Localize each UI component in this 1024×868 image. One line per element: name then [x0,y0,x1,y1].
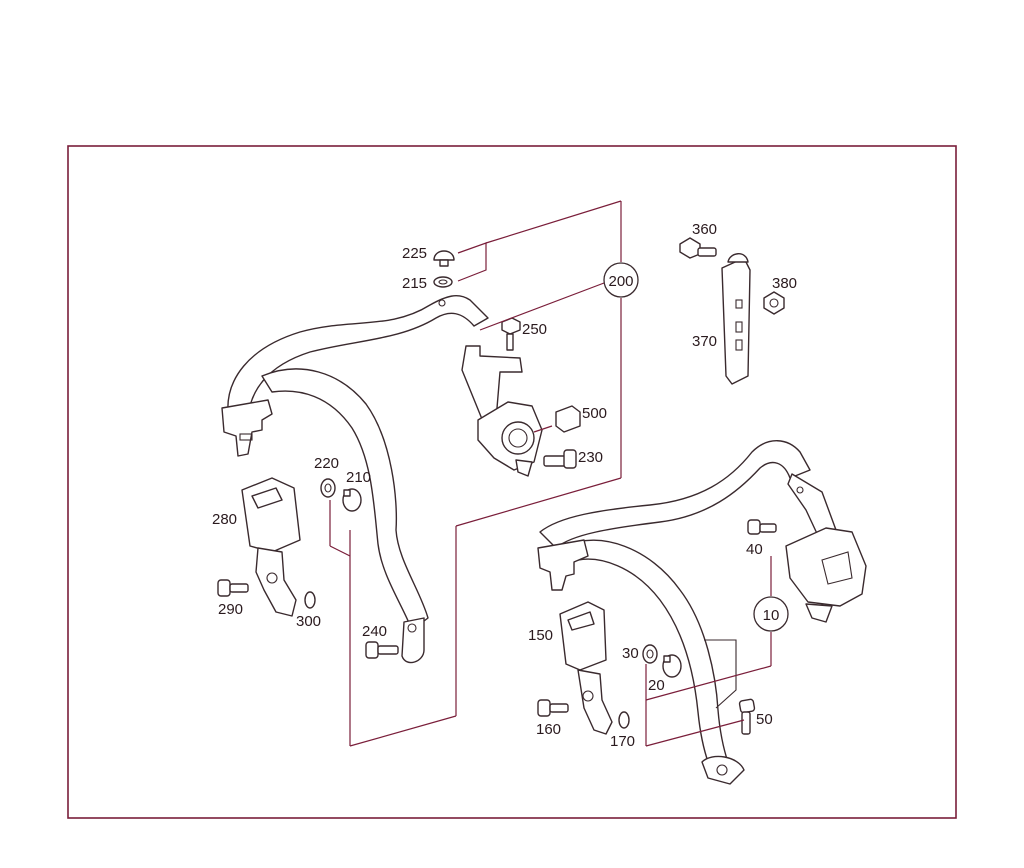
bolt-250-icon [501,317,521,351]
callout-150[interactable]: 150 [528,627,553,644]
callout-label: 225 [402,245,427,262]
callout-20[interactable]: 20 [648,677,665,694]
callout-290[interactable]: 290 [218,601,243,618]
callout-225[interactable]: 225 [402,245,427,262]
left-lower-anchor-plate [401,617,425,664]
bracket-370-icon [721,257,751,385]
washer-30-icon [642,644,658,664]
callout-label: 215 [402,275,427,292]
right-anchor-tongue [537,539,589,591]
callout-label: 360 [692,221,717,238]
callout-280[interactable]: 280 [212,511,237,528]
washer-300-icon [304,591,316,609]
callout-10[interactable]: 10 [753,596,789,632]
callout-label: 30 [622,645,639,662]
callout-500[interactable]: 500 [582,405,607,422]
right-belt-assembly [537,440,867,785]
callout-label: 160 [536,721,561,738]
left-belt-webbing-lower [261,368,429,631]
washer-215-icon [433,276,453,288]
buckle-280-icon [241,477,301,617]
bolt-290-icon [217,579,249,597]
callout-label: 370 [692,333,717,350]
callout-50[interactable]: 50 [756,711,773,728]
cap-225-icon [433,250,455,261]
callout-230[interactable]: 230 [578,449,603,466]
right-retractor-housing [785,527,867,607]
callout-30[interactable]: 30 [622,645,639,662]
right-lower-anchor-plate [701,755,745,785]
callout-215[interactable]: 215 [402,275,427,292]
callout-label: 230 [578,449,603,466]
left-belt-webbing [227,294,489,419]
callout-220[interactable]: 220 [314,455,339,472]
callout-250[interactable]: 250 [522,321,547,338]
callout-40[interactable]: 40 [746,541,763,558]
callout-200[interactable]: 200 [603,262,639,298]
callout-370[interactable]: 370 [692,333,717,350]
callout-label: 290 [218,601,243,618]
callout-label: 40 [746,541,763,558]
callout-label: 200 [608,273,633,290]
callout-160[interactable]: 160 [536,721,561,738]
callout-360[interactable]: 360 [692,221,717,238]
washer-170-icon [618,711,630,729]
callout-label: 210 [346,469,371,486]
callout-label: 250 [522,321,547,338]
callout-label: 50 [756,711,773,728]
callout-300[interactable]: 300 [296,613,321,630]
washer-220-icon [320,478,336,498]
bolt-230-icon [543,449,577,469]
left-leader-lines [329,200,622,747]
diagram-frame [67,145,957,819]
callout-label: 10 [763,607,780,624]
nut-380-icon [763,291,785,315]
callout-label: 240 [362,623,387,640]
belt-guide-bracket [679,237,785,385]
callout-380[interactable]: 380 [772,275,797,292]
right-leader-lines [645,556,772,747]
callout-label: 280 [212,511,237,528]
callout-label: 220 [314,455,339,472]
callout-170[interactable]: 170 [610,733,635,750]
callout-label: 20 [648,677,665,694]
cover-500-icon [555,405,581,433]
bolt-240-icon [365,641,399,659]
callout-240[interactable]: 240 [362,623,387,640]
callout-label: 300 [296,613,321,630]
callout-210[interactable]: 210 [346,469,371,486]
left-belt-assembly [217,250,581,664]
bolt-40-icon [747,519,777,535]
callout-label: 380 [772,275,797,292]
callout-label: 170 [610,733,635,750]
callout-label: 150 [528,627,553,644]
bolt-160-icon [537,699,569,717]
left-anchor-tongue [221,399,273,457]
callout-label: 500 [582,405,607,422]
right-belt-webbing [539,440,811,549]
left-retractor-bracket [461,345,523,425]
bolt-50-icon [738,698,756,735]
bolt-360-icon [679,237,717,259]
buckle-150-icon [559,601,613,735]
